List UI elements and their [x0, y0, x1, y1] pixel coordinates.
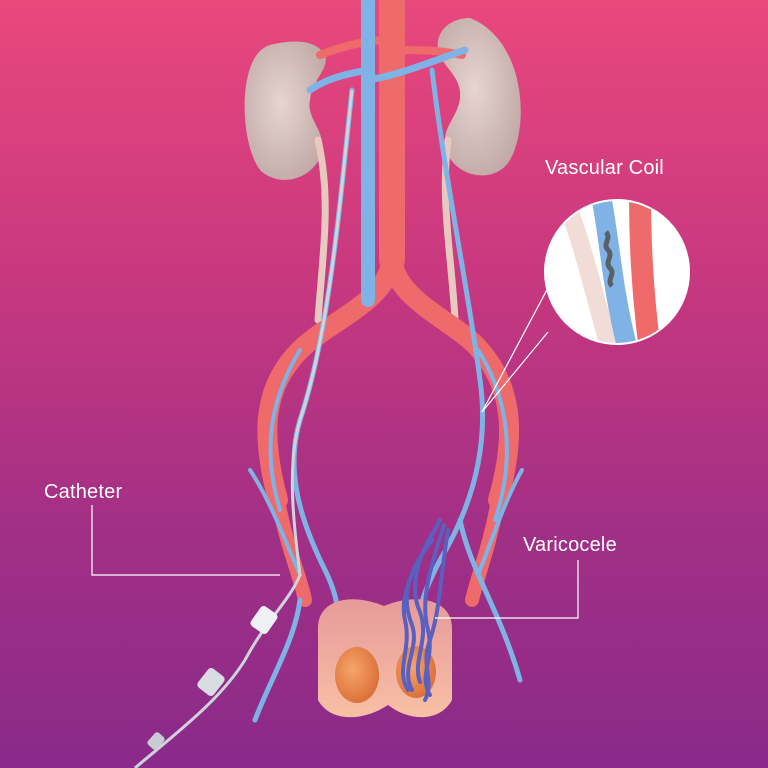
varicocele-veins [401, 518, 450, 702]
varicocele-label: Varicocele [523, 534, 617, 556]
catheter-label: Catheter [44, 481, 123, 503]
kidney-left [244, 41, 326, 180]
catheter [134, 89, 354, 768]
vascular-coil-label: Vascular Coil [545, 157, 664, 179]
coil-icon [603, 230, 615, 288]
vascular-coil-zoom [544, 199, 690, 345]
testis-left [335, 647, 379, 703]
